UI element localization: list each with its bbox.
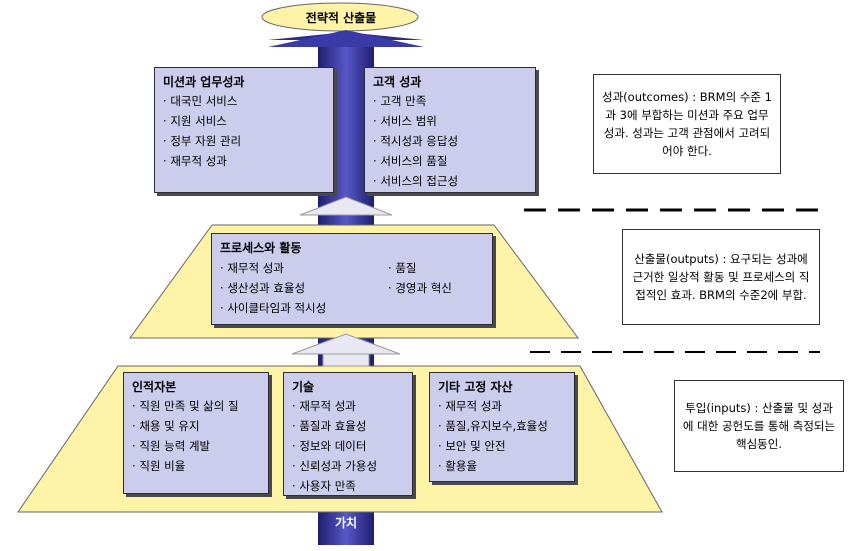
list-item: 채용 및 유지 — [132, 416, 260, 436]
customer-title: 고객 성과 — [373, 75, 422, 89]
list-item: 정보와 데이터 — [292, 436, 404, 456]
list-item: 생산성과 효율성 — [220, 278, 326, 298]
list-item: 직원 만족 및 삶의 질 — [132, 396, 260, 416]
list-item: 대국민 서비스 — [163, 91, 325, 111]
list-item: 고객 만족 — [373, 91, 527, 111]
list-item: 품질,유지보수,효율성 — [438, 416, 566, 436]
inputs-note: 투입(inputs) : 산출물 및 성과에 대한 공헌도를 통해 측정되는 핵… — [674, 380, 844, 472]
technology-title: 기술 — [292, 380, 315, 394]
fixed-assets-title: 기타 고정 자산 — [438, 380, 513, 394]
list-item: 지원 서비스 — [163, 111, 325, 131]
process-right-column: 품질 경영과 혁신 — [388, 258, 452, 298]
list-item: 사이클타임과 적시성 — [220, 298, 326, 318]
list-item: 품질과 효율성 — [292, 416, 404, 436]
list-item: 직원 능력 계발 — [132, 436, 260, 456]
goal-ellipse — [261, 2, 419, 32]
list-item: 정부 자원 관리 — [163, 131, 325, 151]
human-capital-box: 인적자본 직원 만족 및 삶의 질 채용 및 유지 직원 능력 계발 직원 비율 — [123, 372, 269, 494]
value-label: 가치 — [334, 516, 358, 530]
list-item: 서비스의 접근성 — [373, 171, 527, 191]
technology-box: 기술 재무적 성과 품질과 효율성 정보와 데이터 신뢰성과 가용성 사용자 만… — [283, 372, 413, 496]
process-left-column: 재무적 성과 생산성과 효율성 사이클타임과 적시성 — [220, 258, 326, 318]
customer-box: 고객 성과 고객 만족 서비스 범위 적시성과 응답성 서비스의 품질 서비스의… — [364, 67, 536, 193]
list-item: 재무적 성과 — [292, 396, 404, 416]
arrow-stem-outputs — [322, 353, 370, 367]
outputs-note: 산출물(outputs) : 요구되는 성과에 근거한 일상적 활동 및 프로세… — [622, 229, 820, 325]
arrow-upper-shaft-head — [268, 30, 424, 47]
list-item: 재무적 성과 — [163, 151, 325, 171]
process-box: 프로세스와 활동 재무적 성과 생산성과 효율성 사이클타임과 적시성 품질 경… — [211, 233, 493, 325]
list-item: 재무적 성과 — [220, 258, 326, 278]
list-item: 경영과 혁신 — [388, 278, 452, 298]
outcomes-note: 성과(outcomes) : BRM의 수준 1과 3에 부합하는 미션과 주요… — [593, 74, 781, 174]
list-item: 품질 — [388, 258, 452, 278]
list-item: 활용율 — [438, 456, 566, 476]
list-item: 적시성과 응답성 — [373, 131, 527, 151]
goal-label: 전략적 산출물 — [305, 10, 377, 25]
mission-box: 미션과 업무성과 대국민 서비스 지원 서비스 정부 자원 관리 재무적 성과 — [154, 67, 334, 193]
mission-title: 미션과 업무성과 — [163, 75, 245, 89]
list-item: 사용자 만족 — [292, 476, 404, 496]
list-item: 재무적 성과 — [438, 396, 566, 416]
process-title: 프로세스와 활동 — [220, 241, 302, 255]
list-item: 직원 비율 — [132, 456, 260, 476]
list-item: 보안 및 안전 — [438, 436, 566, 456]
list-item: 서비스 범위 — [373, 111, 527, 131]
list-item: 서비스의 품질 — [373, 151, 527, 171]
list-item: 신뢰성과 가용성 — [292, 456, 404, 476]
arrow-to-outcomes — [299, 196, 393, 216]
fixed-assets-box: 기타 고정 자산 재무적 성과 품질,유지보수,효율성 보안 및 안전 활용율 — [429, 372, 575, 482]
human-capital-title: 인적자본 — [132, 380, 177, 394]
